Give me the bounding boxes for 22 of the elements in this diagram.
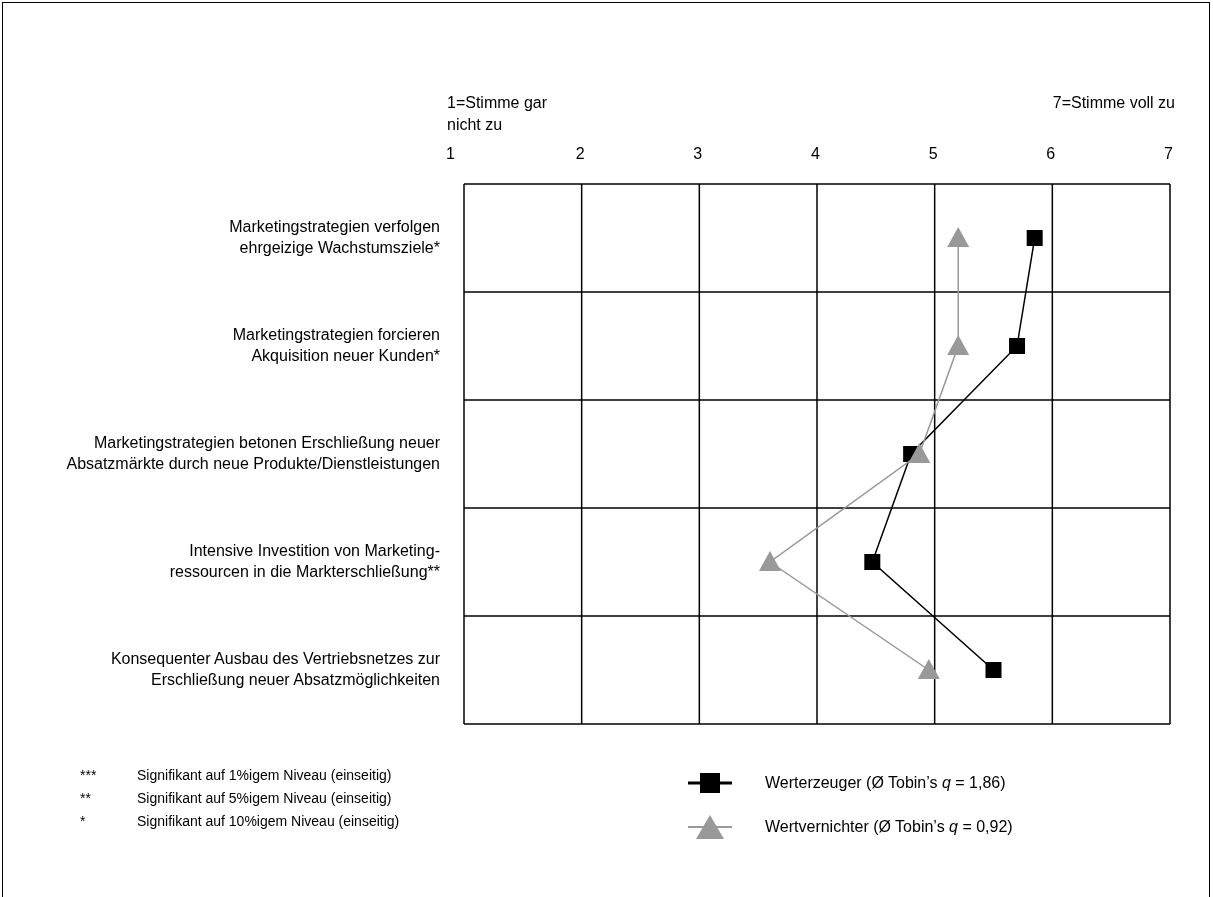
footnote-mark: * xyxy=(80,812,86,830)
tick-label: 7 xyxy=(1164,144,1173,164)
category-label: Marketingstrategien betonen Erschließung neuer Absatzmärkte durch neue Produkte/Dienstleistungen xyxy=(65,433,440,474)
tick-label: 5 xyxy=(928,144,938,164)
footnote-mark: *** xyxy=(80,766,97,784)
tick-label: 4 xyxy=(811,144,820,164)
category-label: Intensive Investition von Marketing- ressourcen in die Markterschließung** xyxy=(168,541,440,582)
category-label: Marketingstrategien verfolgen ehrgeizige Wachstumsziele* xyxy=(228,217,440,258)
footnote-text: Signifikant auf 1%igem Niveau (einseitig) xyxy=(137,766,392,784)
tick-label: 6 xyxy=(1046,144,1056,164)
tick-label: 1 xyxy=(446,144,455,164)
tick-label: 3 xyxy=(693,144,703,164)
footnote-mark: ** xyxy=(80,789,91,807)
legend-text: Werterzeuger (Ø Tobin’s q = 1,86) xyxy=(765,773,1006,793)
scale-anchor-label: 7=Stimme voll zu xyxy=(1051,93,1175,113)
category-label: Marketingstrategien forcieren Akquisition neuer Kunden* xyxy=(231,325,440,366)
tick-label: 2 xyxy=(575,144,585,164)
footnote-text: Signifikant auf 5%igem Niveau (einseitig) xyxy=(137,789,392,807)
legend-text: Wertvernichter (Ø Tobin’s q = 0,92) xyxy=(765,817,1013,837)
category-label: Konsequenter Ausbau des Vertriebsnetzes zur Erschließung neuer Absatzmöglichkeiten xyxy=(110,649,440,690)
scale-anchor-label: 1=Stimme gar nicht zu xyxy=(447,93,549,135)
footnote-text: Signifikant auf 10%igem Niveau (einseitig) xyxy=(137,812,400,830)
